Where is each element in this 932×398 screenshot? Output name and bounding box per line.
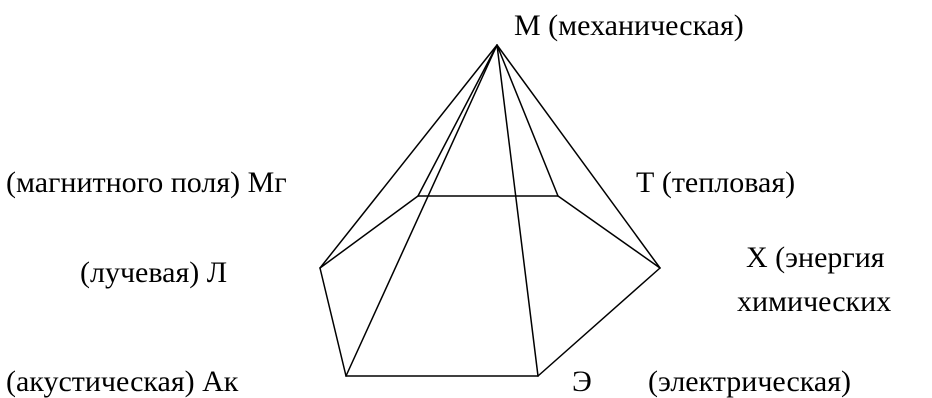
edge-m-ak bbox=[345, 44, 498, 377]
edge-m-e bbox=[496, 44, 539, 377]
edge-m-mg bbox=[417, 44, 498, 197]
edge-m-l bbox=[319, 44, 498, 269]
edge-t-x bbox=[557, 195, 661, 269]
edge-ak-l bbox=[319, 267, 347, 377]
edge-e-x bbox=[537, 267, 661, 377]
edge-l-mg bbox=[319, 195, 419, 269]
thermal-label: Т (тепловая) bbox=[636, 166, 796, 199]
edge-m-t bbox=[496, 44, 559, 197]
acoustic-label: (акустическая) Ак bbox=[6, 365, 239, 398]
chemical-label-line2: химических bbox=[737, 285, 892, 318]
electric-word-label: (электрическая) bbox=[648, 365, 852, 398]
chemical-label-line1: Х (энергия bbox=[746, 241, 885, 274]
electric-letter-label: Э bbox=[572, 365, 592, 398]
magnetic-label: (магнитного поля) Мг bbox=[6, 166, 287, 199]
apex-label: М (механическая) bbox=[514, 9, 744, 42]
radiant-label: (лучевая) Л bbox=[80, 256, 228, 289]
edge-m-x bbox=[496, 44, 661, 269]
